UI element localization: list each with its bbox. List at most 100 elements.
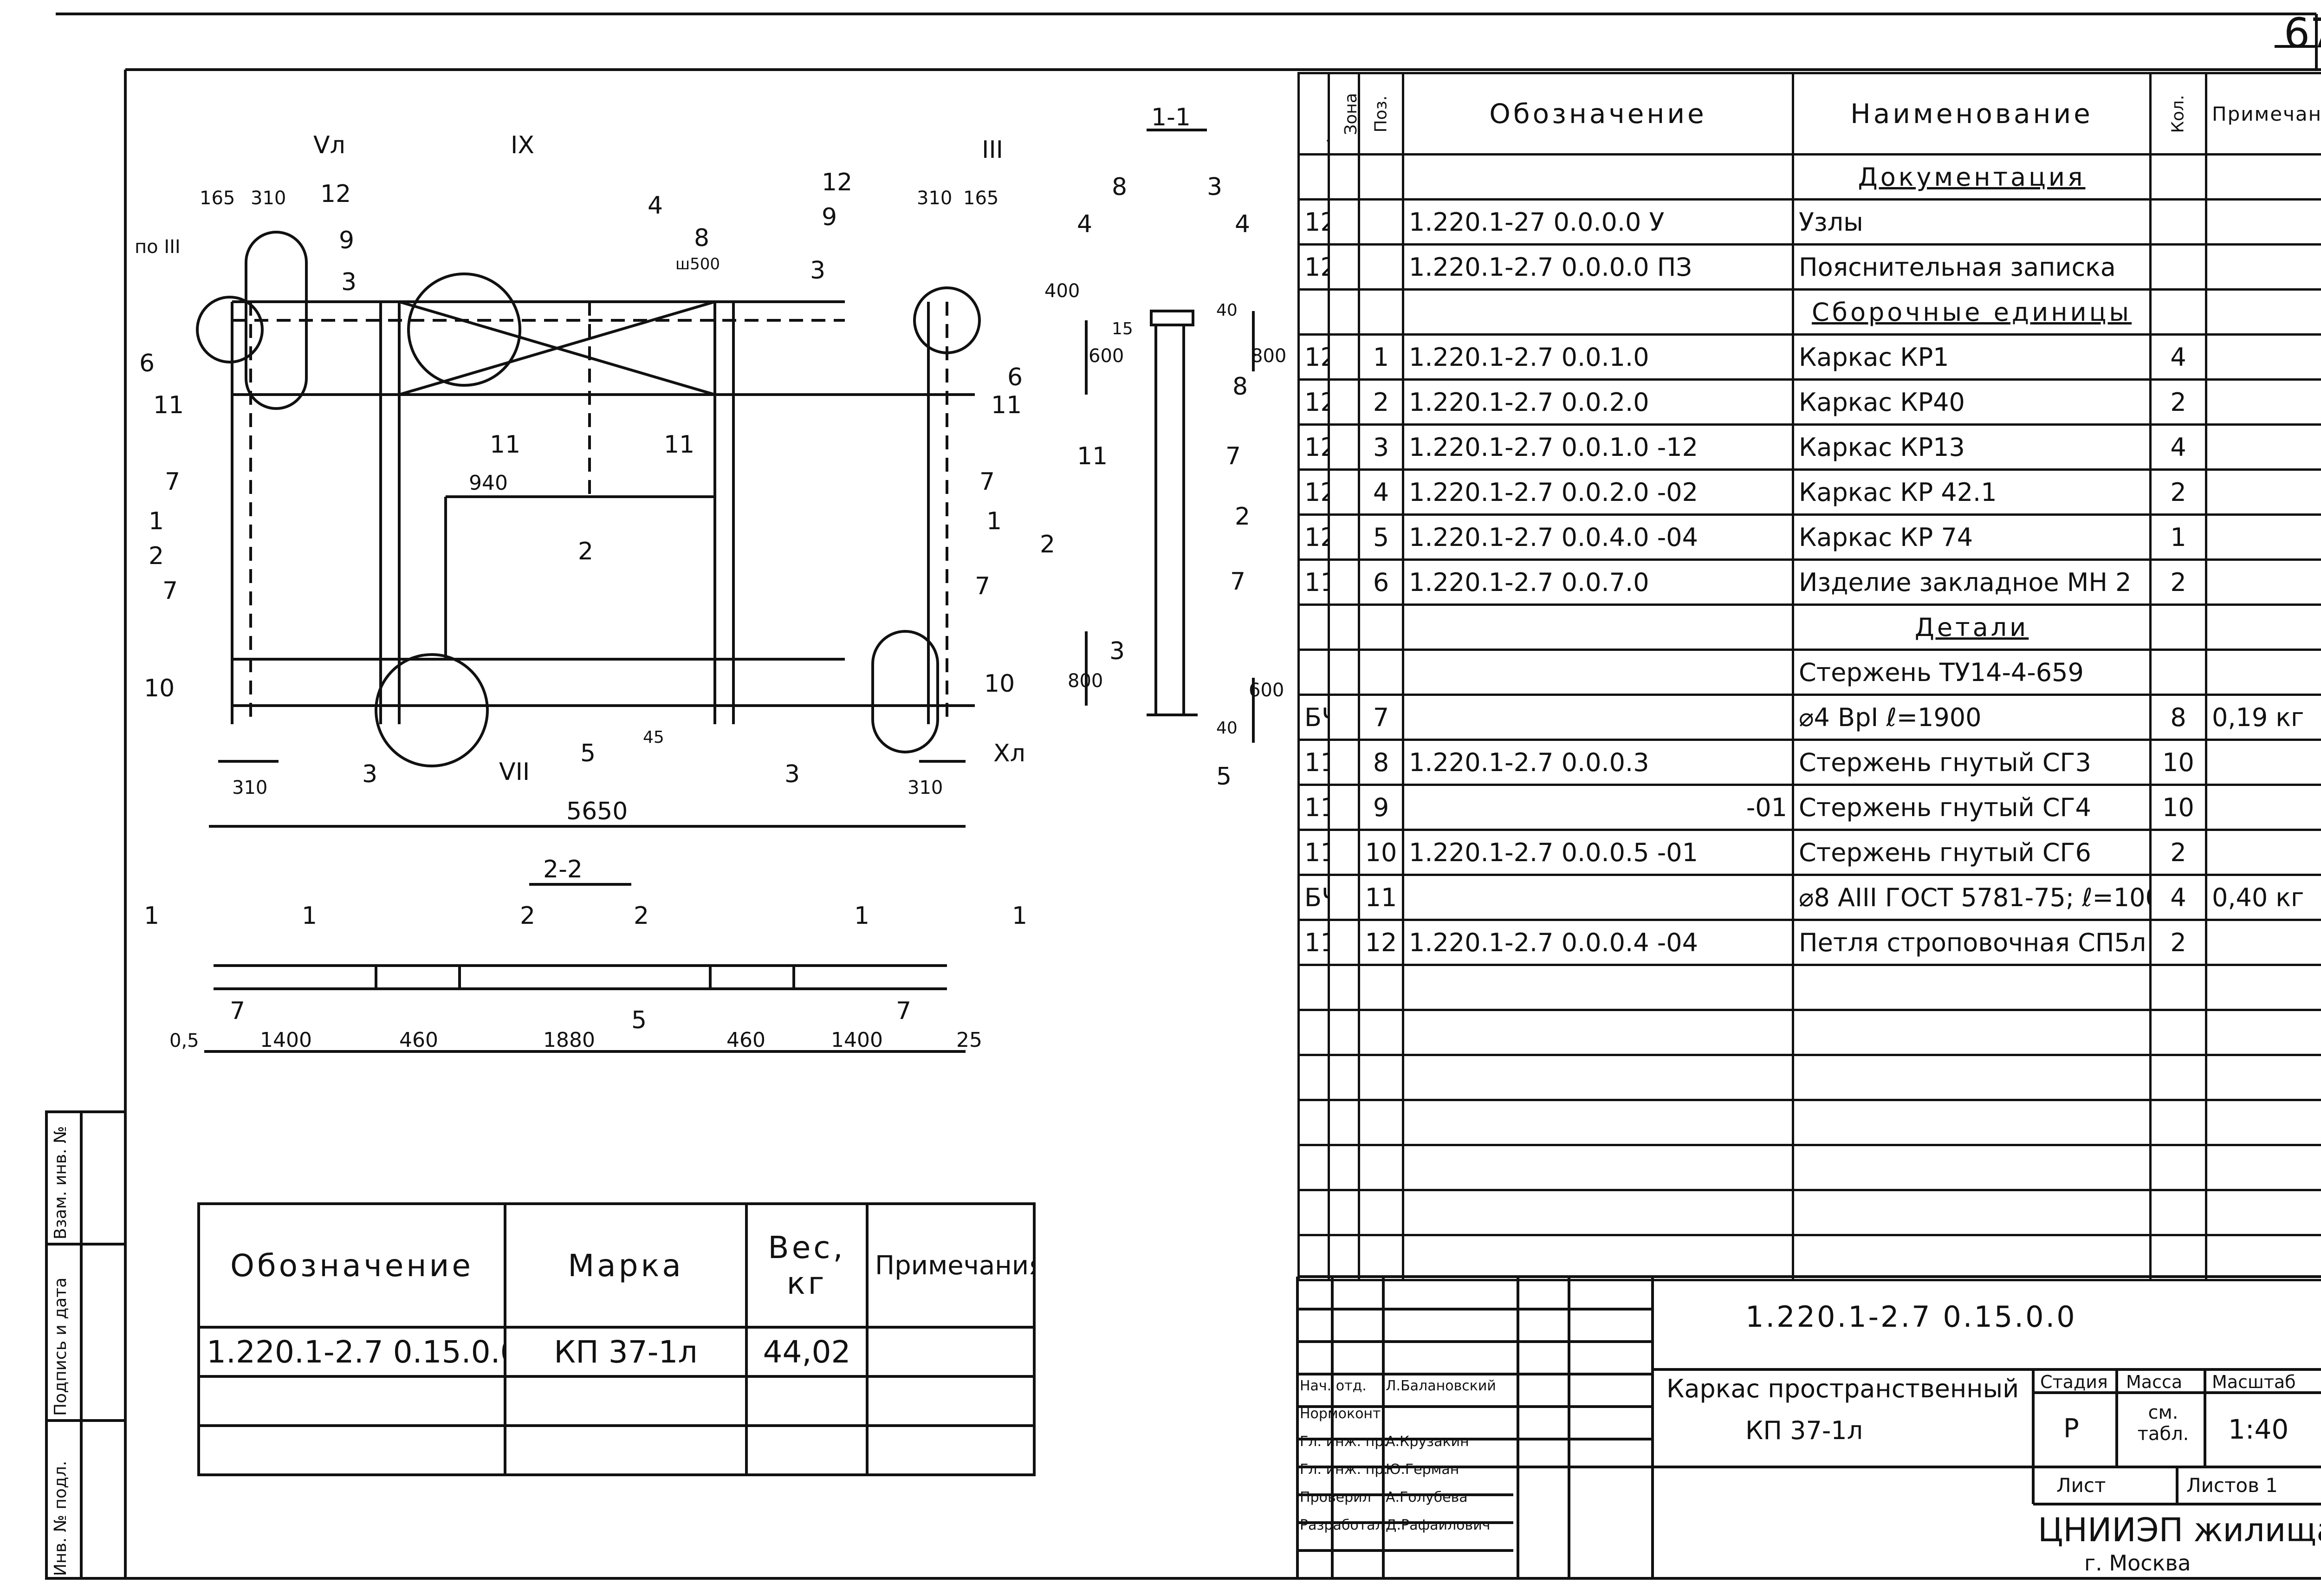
spec-qty bbox=[2149, 1189, 2207, 1236]
spec-format bbox=[1297, 1009, 1330, 1056]
pos-3-bottom-left: 3 bbox=[362, 760, 377, 788]
mark-table-row: 1.220.1-2.7 0.15.0.0. КП 37-1л 44,02 bbox=[197, 1326, 1036, 1378]
pos-4: 4 bbox=[648, 192, 663, 220]
spec-format bbox=[1297, 649, 1330, 696]
dim-25: 25 bbox=[956, 1028, 982, 1052]
spec-pos bbox=[1358, 1189, 1404, 1236]
pos-6-right: 6 bbox=[1007, 363, 1023, 391]
title-role-name: А.Крузакин bbox=[1386, 1434, 1469, 1450]
title-role: Проверил bbox=[1300, 1489, 1371, 1505]
pos-7-lower-left: 7 bbox=[162, 577, 178, 605]
spec-pos bbox=[1358, 1144, 1404, 1191]
spec-code bbox=[1402, 603, 1794, 651]
pos-5-s22: 5 bbox=[631, 1006, 647, 1034]
spec-row bbox=[1297, 1054, 2321, 1101]
section-2-2 bbox=[204, 883, 966, 1053]
spec-pos bbox=[1358, 964, 1404, 1011]
spec-code bbox=[1402, 1144, 1794, 1191]
spec-header-row: Формат Зона Поз. Обозначение Наименовани… bbox=[1297, 72, 2321, 156]
specification-table: Формат Зона Поз. Обозначение Наименовани… bbox=[1297, 72, 2321, 1281]
spec-name: Петля строповочная СП5л bbox=[1792, 919, 2152, 966]
pos-11-section: 11 bbox=[1077, 442, 1108, 470]
plan-view bbox=[196, 231, 981, 828]
title-role-name: А.Голубева bbox=[1386, 1489, 1468, 1505]
spec-format bbox=[1297, 1189, 1330, 1236]
spec-code: 1.220.1-2.7 0.0.0.3 bbox=[1402, 739, 1794, 786]
spec-name: ⌀4 ВрI ℓ=1900 bbox=[1792, 694, 2152, 741]
spec-row: Стержень ТУ14-4-659 bbox=[1297, 649, 2321, 696]
spec-code: 1.220.1-2.7 0.0.7.0 bbox=[1402, 558, 1794, 606]
sheet-number: 67 bbox=[2284, 9, 2321, 57]
spec-code bbox=[1402, 1099, 1794, 1146]
dim-460-left: 460 bbox=[399, 1028, 438, 1052]
spec-header-zone: Зона bbox=[1328, 72, 1360, 156]
spec-code: 1.220.1-2.7 0.0.1.0 -12 bbox=[1402, 423, 1794, 471]
spec-code bbox=[1402, 694, 1794, 741]
spec-pos: 12 bbox=[1358, 919, 1404, 966]
title-mass: см. табл. bbox=[2137, 1402, 2189, 1445]
pos-1-right: 1 bbox=[986, 507, 1002, 535]
spec-format: 11 bbox=[1297, 919, 1330, 966]
callout-oval-V bbox=[245, 231, 308, 410]
pos-3-top-left: 3 bbox=[341, 268, 357, 296]
mark-header-note: Примечания bbox=[866, 1202, 1036, 1329]
spec-name: ⌀8 АIII ГОСТ 5781-75; ℓ=1000 bbox=[1792, 874, 2152, 921]
dim-165-right: 165 bbox=[963, 188, 998, 209]
spec-row: Документация bbox=[1297, 153, 2321, 201]
pos-7-upper-right: 7 bbox=[979, 468, 995, 496]
spec-note bbox=[2205, 198, 2321, 246]
spec-header-pos: Поз. bbox=[1358, 72, 1404, 156]
spec-pos: 6 bbox=[1358, 558, 1404, 606]
spec-header-qty: Кол. bbox=[2149, 72, 2207, 156]
spec-note bbox=[2205, 558, 2321, 606]
title-role: Нач. отд. bbox=[1300, 1378, 1367, 1394]
dim-40: 40 bbox=[1216, 301, 1238, 320]
spec-format bbox=[1297, 1144, 1330, 1191]
pos-6-left: 6 bbox=[139, 350, 155, 377]
mark-note bbox=[866, 1326, 1036, 1378]
spec-code: 1.220.1-2.7 0.0.2.0 bbox=[1402, 378, 1794, 426]
spec-code bbox=[1402, 288, 1794, 336]
title-scale: 1:40 bbox=[2228, 1414, 2289, 1445]
spec-qty: 4 bbox=[2149, 333, 2207, 381]
spec-zone bbox=[1328, 558, 1360, 606]
spec-qty bbox=[2149, 649, 2207, 696]
pos-3-section: 3 bbox=[1207, 173, 1222, 201]
title-city: г. Москва bbox=[2084, 1551, 2191, 1576]
spec-pos: 3 bbox=[1358, 423, 1404, 471]
pos-3-section-lower: 3 bbox=[1109, 637, 1125, 665]
spec-name bbox=[1792, 964, 2152, 1011]
dim-600-lower: 600 bbox=[1249, 680, 1284, 701]
spec-pos bbox=[1358, 1054, 1404, 1101]
mark-table-header: Обозначение Марка Вес, кг Примечания bbox=[197, 1202, 1036, 1329]
spec-zone bbox=[1328, 603, 1360, 651]
spec-zone bbox=[1328, 739, 1360, 786]
spec-qty: 10 bbox=[2149, 739, 2207, 786]
label-view-X: Xл bbox=[993, 740, 1025, 767]
spec-pos: 9 bbox=[1358, 784, 1404, 831]
spec-name: Сборочные единицы bbox=[1792, 288, 2152, 336]
pos-1-s22-a: 1 bbox=[144, 902, 159, 930]
spec-header-format: Формат bbox=[1297, 72, 1330, 156]
pos-2-s22-b: 2 bbox=[634, 902, 649, 930]
title-organization: ЦНИИЭП жилища bbox=[2038, 1511, 2321, 1549]
pos-10-left: 10 bbox=[144, 675, 175, 702]
spec-row: Детали bbox=[1297, 603, 2321, 651]
spec-zone bbox=[1328, 378, 1360, 426]
side-stamp-inv: Инв. № подл. bbox=[51, 1460, 70, 1576]
dim-800-lower: 800 bbox=[1068, 670, 1103, 692]
pos-4-section-right: 4 bbox=[1235, 210, 1250, 238]
spec-format: БЧ bbox=[1297, 694, 1330, 741]
spec-zone bbox=[1328, 1234, 1360, 1281]
pos-7-s22-left: 7 bbox=[230, 997, 245, 1025]
spec-qty: 2 bbox=[2149, 829, 2207, 876]
spec-zone bbox=[1328, 468, 1360, 516]
spec-name bbox=[1792, 1234, 2152, 1281]
spec-format bbox=[1297, 1234, 1330, 1281]
callout-circle-III bbox=[913, 286, 981, 354]
spec-code bbox=[1402, 1234, 1794, 1281]
